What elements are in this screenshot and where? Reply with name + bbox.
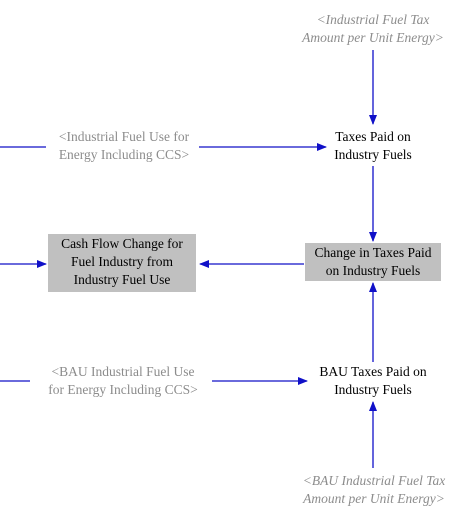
node-bau-taxes-paid[interactable]: BAU Taxes Paid on Industry Fuels [308, 363, 438, 399]
node-label-line: Taxes Paid on [335, 129, 411, 144]
node-label-line: for Energy Including CCS> [48, 382, 198, 397]
node-bau-fuel-use[interactable]: <BAU Industrial Fuel Use for Energy Incl… [30, 363, 216, 399]
node-label-line: Industry Fuels [334, 382, 412, 397]
node-label-line: Energy Including CCS> [58, 147, 190, 162]
node-label-line: Amount per Unit Energy> [302, 30, 444, 45]
node-label-line: <Industrial Fuel Tax [316, 12, 430, 27]
node-industrial-fuel-use[interactable]: <Industrial Fuel Use for Energy Includin… [44, 128, 204, 164]
node-industrial-fuel-tax[interactable]: <Industrial Fuel Tax Amount per Unit Ene… [283, 11, 463, 47]
node-label-line: <BAU Industrial Fuel Tax [302, 473, 446, 488]
node-label-line: BAU Taxes Paid on [319, 364, 427, 379]
node-label-line: Industry Fuel Use [73, 272, 171, 287]
node-label-line: on Industry Fuels [325, 263, 421, 278]
node-change-in-taxes[interactable]: Change in Taxes Paid on Industry Fuels [305, 243, 441, 281]
node-cash-flow-change[interactable]: Cash Flow Change for Fuel Industry from … [48, 234, 196, 292]
node-bau-fuel-tax[interactable]: <BAU Industrial Fuel Tax Amount per Unit… [283, 472, 465, 508]
node-label-line: Cash Flow Change for [61, 236, 183, 251]
node-label-line: <Industrial Fuel Use for [58, 129, 190, 144]
node-label-line: Change in Taxes Paid [314, 245, 432, 260]
node-label-line: Amount per Unit Energy> [303, 491, 445, 506]
node-label-line: Industry Fuels [334, 147, 412, 162]
node-taxes-paid[interactable]: Taxes Paid on Industry Fuels [313, 128, 433, 164]
node-label-line: <BAU Industrial Fuel Use [51, 364, 195, 379]
node-label-line: Fuel Industry from [71, 254, 173, 269]
